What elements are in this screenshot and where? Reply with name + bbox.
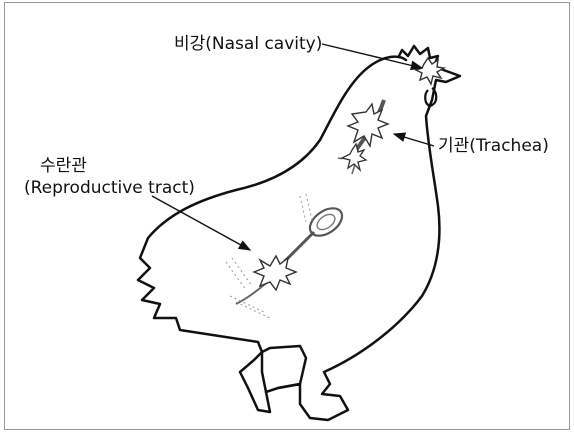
trachea-label: 기관(Trachea) [438, 136, 549, 156]
reproductive-dotted-marks [226, 194, 312, 318]
reproductive-tract-label-korean: 수란관 [40, 156, 87, 176]
chicken-body-outline [138, 57, 439, 420]
reproductive-tract-label-english: (Reproductive tract) [24, 178, 195, 198]
reproductive-starburst [254, 256, 296, 290]
trachea-starburst [348, 104, 388, 146]
reproductive-tract-arrow [152, 196, 250, 250]
chicken-leg-outline [262, 346, 306, 392]
reproductive-tract [236, 203, 347, 304]
nasal-cavity-label: 비강(Nasal cavity) [174, 34, 322, 54]
